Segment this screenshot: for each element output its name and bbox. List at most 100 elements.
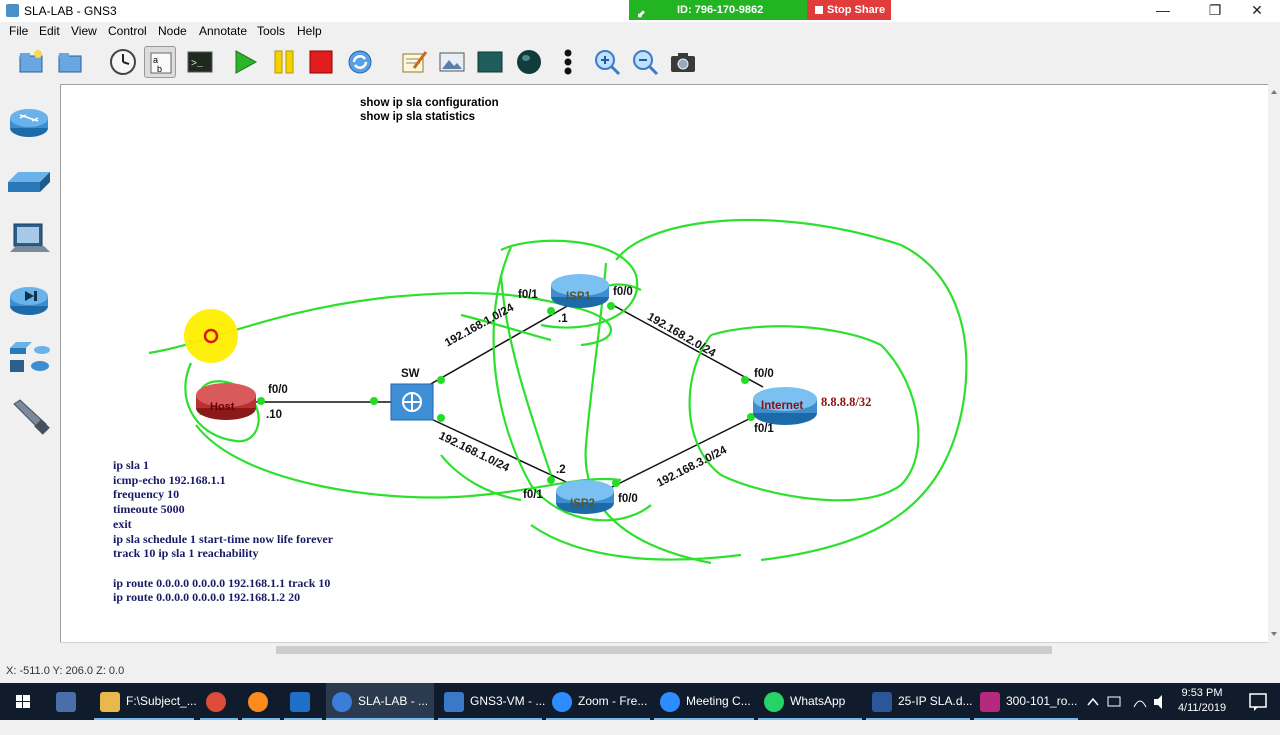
menu-annotate[interactable]: Annotate: [199, 24, 248, 38]
topology-canvas[interactable]: Host SW ISP1 ISP2 Internet f0/0 .10 f0/1…: [60, 84, 1268, 642]
menu-tools[interactable]: Tools: [257, 24, 286, 38]
internet-label: Internet: [761, 400, 804, 412]
outlook-icon: [290, 692, 310, 712]
security-devices-button[interactable]: [6, 278, 52, 322]
internet-ip-label: 8.8.8.8/32: [821, 395, 872, 409]
minimize-button[interactable]: —: [1156, 2, 1170, 18]
windows-taskbar: F:\Subject_... SLA-LAB - ... GNS3-VM - .…: [0, 683, 1280, 720]
horizontal-scrollbar[interactable]: [60, 642, 1268, 656]
close-button[interactable]: ✕: [1251, 2, 1263, 18]
menu-file[interactable]: File: [9, 24, 29, 38]
console-icon: >_: [187, 51, 213, 73]
start-all-button[interactable]: [229, 46, 261, 78]
snapshot-clock-icon: [110, 49, 136, 75]
svg-text:b: b: [157, 64, 162, 74]
virtualbox-icon: [444, 692, 464, 712]
link-isp2-internet: [605, 412, 762, 491]
reload-icon: [348, 50, 372, 74]
taskbar-whatsapp[interactable]: WhatsApp: [758, 683, 862, 720]
menu-control[interactable]: Control: [108, 24, 147, 38]
end-devices-button[interactable]: [6, 218, 52, 262]
add-link-button[interactable]: [6, 394, 52, 438]
show-commands-note[interactable]: show ip sla configuration show ip sla st…: [360, 97, 499, 123]
snapshot-button[interactable]: [107, 46, 139, 78]
taskbar-clock[interactable]: 9:53 PM 4/11/2019: [1170, 686, 1234, 716]
zoom-out-button[interactable]: [629, 46, 661, 78]
new-project-button[interactable]: [15, 46, 47, 78]
taskbar-chrome[interactable]: [200, 683, 238, 720]
routers-button[interactable]: [6, 100, 52, 144]
notification-icon: [1249, 693, 1267, 711]
taskbar-gns3[interactable]: SLA-LAB - ...: [326, 683, 434, 720]
taskbar-pdf[interactable]: 300-101_ro...: [974, 683, 1078, 720]
insert-image-icon: [439, 52, 465, 72]
notifications-button[interactable]: [1238, 683, 1278, 720]
vertical-scrollbar[interactable]: [1268, 84, 1280, 642]
zoom-out-icon: [633, 50, 659, 76]
isp2-router-icon[interactable]: [556, 480, 614, 514]
clock-time: 9:53 PM: [1181, 687, 1223, 699]
svg-text:a: a: [153, 55, 158, 65]
cursor-pointer-icon: [203, 328, 219, 344]
insert-image-button[interactable]: [436, 46, 468, 78]
isp2-ip-label: .2: [556, 464, 566, 476]
taskbar-word[interactable]: 25-IP SLA.d...: [866, 683, 973, 720]
whatsapp-icon: [764, 692, 784, 712]
open-project-button[interactable]: [54, 46, 86, 78]
taskbar-firefox[interactable]: [242, 683, 280, 720]
stop-all-button[interactable]: [305, 46, 337, 78]
isp2-label: ISP2: [570, 498, 595, 510]
draw-ellipse-icon: [517, 50, 541, 74]
topology-drawing: [148, 218, 968, 565]
host-router-icon[interactable]: [196, 383, 256, 420]
system-tray[interactable]: [1084, 683, 1168, 720]
all-devices-icon: [10, 342, 50, 372]
draw-rectangle-button[interactable]: [474, 46, 506, 78]
draw-ellipse-button[interactable]: [513, 46, 545, 78]
menu-help[interactable]: Help: [297, 24, 322, 38]
internet-router-icon[interactable]: [753, 387, 817, 425]
stop-share-button[interactable]: Stop Share: [807, 0, 891, 20]
isp1-router-icon[interactable]: [551, 274, 609, 308]
folder-icon: [58, 53, 82, 73]
reload-all-button[interactable]: [344, 46, 376, 78]
clock-date: 4/11/2019: [1177, 702, 1227, 714]
restore-button[interactable]: ❐: [1208, 2, 1222, 18]
horizontal-scroll-thumb[interactable]: [276, 646, 1052, 654]
add-note-button[interactable]: [398, 46, 430, 78]
svg-text:>_: >_: [191, 59, 204, 70]
taskbar-zoom[interactable]: Zoom - Fre...: [546, 683, 650, 720]
meeting-id: ⬋ ID: 796-170-9862: [629, 0, 807, 20]
zoom-icon: [552, 692, 572, 712]
isp1-ip-label: .1: [558, 313, 568, 325]
console-all-button[interactable]: >_: [184, 46, 216, 78]
network-app-icon: [56, 692, 76, 712]
menu-edit[interactable]: Edit: [39, 24, 60, 38]
add-note-icon: [402, 51, 428, 73]
screen-share-bar: ⬋ ID: 796-170-9862 Stop Share: [629, 0, 891, 20]
device-sidebar: [0, 84, 58, 654]
switches-icon: [8, 172, 50, 192]
pause-all-button[interactable]: [268, 46, 300, 78]
taskbar-meeting[interactable]: Meeting C...: [654, 683, 754, 720]
screenshot-button[interactable]: [667, 46, 699, 78]
menu-view[interactable]: View: [71, 24, 97, 38]
windows-logo-icon: [16, 695, 30, 708]
taskbar-gns3-vm[interactable]: GNS3-VM - ...: [438, 683, 545, 720]
more-tools-button[interactable]: [552, 46, 584, 78]
taskbar-explorer[interactable]: F:\Subject_...: [94, 683, 197, 720]
all-devices-button[interactable]: [6, 336, 52, 380]
taskbar-outlook[interactable]: [284, 683, 322, 720]
cable-icon: [13, 399, 50, 435]
internet-f00-label: f0/0: [754, 368, 774, 380]
menu-bar: File Edit View Control Node Annotate Too…: [0, 22, 1280, 40]
start-button[interactable]: [0, 683, 46, 720]
zoom-in-button[interactable]: [591, 46, 623, 78]
sw-switch-icon[interactable]: [390, 383, 434, 421]
ip-sla-config-note[interactable]: ip sla 1 icmp-echo 192.168.1.1 frequency…: [113, 458, 334, 605]
menu-node[interactable]: Node: [158, 24, 187, 38]
switches-button[interactable]: [6, 160, 52, 204]
network-app-button[interactable]: [50, 683, 90, 720]
